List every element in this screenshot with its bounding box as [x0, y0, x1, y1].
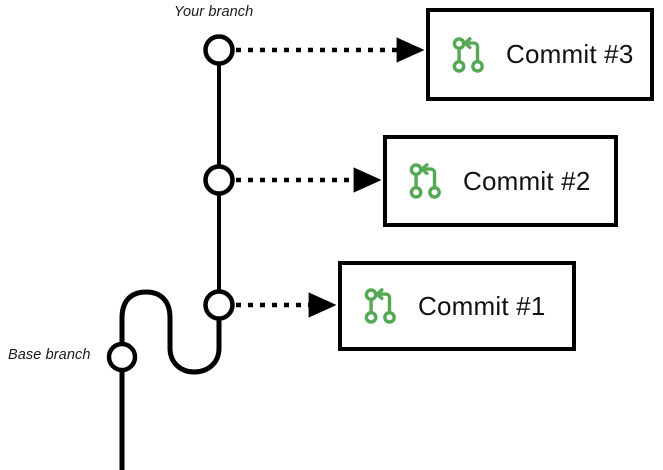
base-branch-node[interactable] [106, 341, 138, 373]
commit-node-1[interactable] [203, 289, 235, 321]
commit-node-2[interactable] [203, 164, 235, 196]
commit-node-3[interactable] [203, 34, 235, 66]
your-branch-label: Your branch [174, 4, 254, 20]
commit-box-1-label: Commit #1 [418, 290, 546, 321]
git-pull-request-icon [452, 36, 484, 73]
commit-box-1[interactable]: Commit #1 [338, 261, 576, 351]
commit-box-3-label: Commit #3 [506, 39, 634, 69]
commit-box-3[interactable]: Commit #3 [426, 8, 654, 101]
base-branch-label: Base branch [8, 347, 91, 363]
git-pull-request-icon [364, 288, 396, 324]
base-to-branch-curve [119, 289, 222, 375]
commit-box-2[interactable]: Commit #2 [383, 135, 618, 227]
git-pull-request-icon [409, 163, 441, 199]
commit-box-2-label: Commit #2 [463, 165, 591, 196]
